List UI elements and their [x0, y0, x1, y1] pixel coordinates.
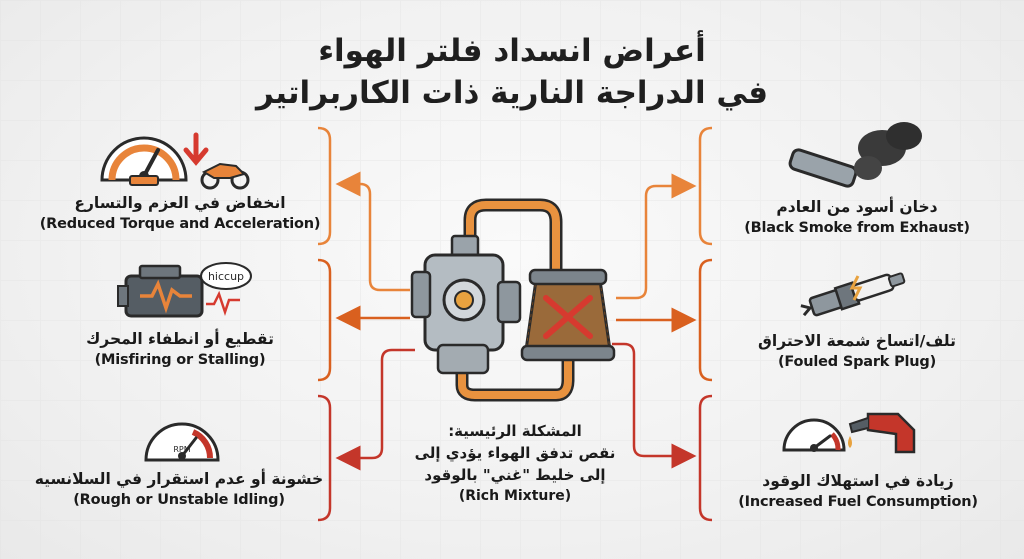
main-problem-heading: المشكلة الرئيسية: [448, 422, 582, 440]
symptom-right-2: تلف/اتساخ شمعة الاحتراق (Fouled Spark Pl… [722, 330, 992, 372]
speedometer-motorcycle-icon [100, 132, 250, 190]
arrow-right-1 [616, 173, 697, 300]
exhaust-smoke-icon [788, 122, 922, 188]
symptom-left-2-en: (Misfiring or Stalling) [94, 352, 266, 368]
symptom-right-2-ar: تلف/اتساخ شمعة الاحتراق [758, 332, 956, 350]
symptom-left-3-ar: خشونة أو عدم استقرار في السلانسيه [34, 470, 324, 488]
bracket-left-2 [317, 258, 332, 382]
symptom-left-1-en: (Reduced Torque and Acceleration) [39, 216, 321, 232]
bracket-right-3 [698, 394, 713, 522]
arrow-right-3 [612, 342, 697, 469]
hiccup-bubble-text: hiccup [208, 270, 244, 283]
symptom-right-1-ar: دخان أسود من العادم [776, 198, 938, 216]
symptom-right-3-ar: زيادة في استهلاك الوقود [762, 472, 954, 490]
rpm-text: RPM [173, 445, 190, 454]
symptom-right-3: زيادة في استهلاك الوقود (Increased Fuel … [716, 470, 1000, 512]
symptom-left-1-ar: انخفاض في العزم والتسارع [74, 194, 286, 212]
main-problem-line-1: نقص تدفق الهواء يؤدي إلى [414, 444, 616, 462]
bracket-left-1 [317, 126, 332, 246]
main-problem-en: (Rich Mixture) [458, 488, 572, 504]
page-title: أعراض انسداد فلتر الهواء في الدراجة النا… [212, 30, 812, 114]
symptom-left-1: انخفاض في العزم والتسارع (Reduced Torque… [30, 192, 330, 234]
main-problem-line-2: إلى خليط "غني" بالوقود [424, 466, 606, 484]
symptom-right-1-en: (Black Smoke from Exhaust) [744, 220, 970, 236]
bracket-right-1 [698, 126, 713, 246]
bracket-right-2 [698, 258, 713, 382]
arrow-left-1 [335, 171, 410, 292]
bracket-left-3 [317, 394, 332, 522]
arrow-left-3 [335, 348, 415, 471]
symptom-right-1: دخان أسود من العادم (Black Smoke from Ex… [722, 196, 992, 238]
symptom-right-3-en: (Increased Fuel Consumption) [738, 494, 978, 510]
spark-plug-icon [800, 272, 906, 317]
fuel-gauge-nozzle-icon [782, 412, 916, 454]
carburetor-icon [410, 198, 575, 402]
symptom-left-3-en: (Rough or Unstable Idling) [73, 492, 285, 508]
clogged-air-filter-icon [520, 268, 616, 362]
symptom-left-3: خشونة أو عدم استقرار في السلانسيه (Rough… [24, 468, 334, 510]
symptom-left-2: تقطيع أو انطفاء المحرك (Misfiring or Sta… [40, 328, 320, 370]
engine-hiccup-icon: hiccup [117, 262, 252, 318]
title-line-2: في الدراجة النارية ذات الكاربراتير [255, 75, 769, 111]
main-problem: المشكلة الرئيسية: نقص تدفق الهواء يؤدي إ… [400, 420, 630, 506]
rpm-gauge-icon: RPM [144, 422, 220, 462]
symptom-right-2-en: (Fouled Spark Plug) [777, 354, 937, 370]
symptom-left-2-ar: تقطيع أو انطفاء المحرك [86, 330, 274, 348]
title-line-1: أعراض انسداد فلتر الهواء [318, 33, 706, 69]
